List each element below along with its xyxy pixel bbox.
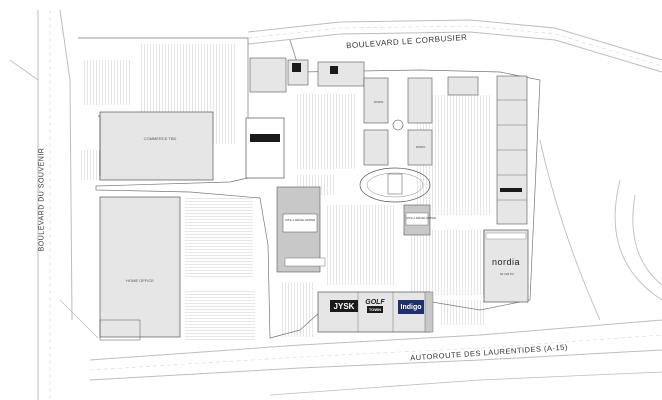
nordia-logo-text: nordia	[491, 257, 521, 267]
road-autoroute-a15	[89, 319, 662, 396]
brand-golf-town: GOLF TOWN	[362, 298, 388, 314]
road-east-ramps	[539, 139, 662, 321]
golf-logo-text: GOLF	[365, 299, 385, 306]
label-site-a: SITE A DÉVELOPPER	[285, 218, 316, 222]
road-boulevard-du-souvenir	[9, 9, 99, 400]
building-strip-1	[249, 57, 287, 93]
road-boulevard-le-corbusier	[247, 19, 662, 73]
road-label-du-souvenir: BOULEVARD DU SOUVENIR	[38, 147, 46, 252]
label-nordia-area: 62 145 PI²	[500, 272, 514, 276]
building-commerce	[99, 111, 214, 181]
brand-nordia: nordia	[486, 256, 526, 268]
label-site-b: SITE A DÉVELOPPER	[406, 216, 437, 220]
building-black	[245, 117, 285, 179]
parking-south-west	[280, 282, 315, 337]
parking-west-top	[82, 60, 132, 105]
golf-town-logo-text: TOWN	[366, 306, 384, 313]
building-nordia	[483, 229, 529, 303]
indigo-logo-text: Indigo	[400, 303, 422, 311]
parking-central-lower	[325, 205, 395, 285]
parking-central-upper	[296, 94, 356, 169]
brand-jysk: JYSK	[330, 300, 358, 312]
parking-home-office	[185, 198, 253, 278]
label-dispo-2: DISPO	[416, 145, 426, 149]
brand-indigo: Indigo	[398, 300, 424, 314]
jysk-logo-text: JYSK	[333, 301, 355, 311]
building-home-office	[99, 196, 181, 338]
roundabout	[359, 167, 431, 203]
label-home-office: HOME OFFICE	[126, 278, 154, 283]
label-commerce: COMMERCE TBD	[143, 136, 177, 141]
label-dispo-1: DISPO	[374, 100, 384, 104]
